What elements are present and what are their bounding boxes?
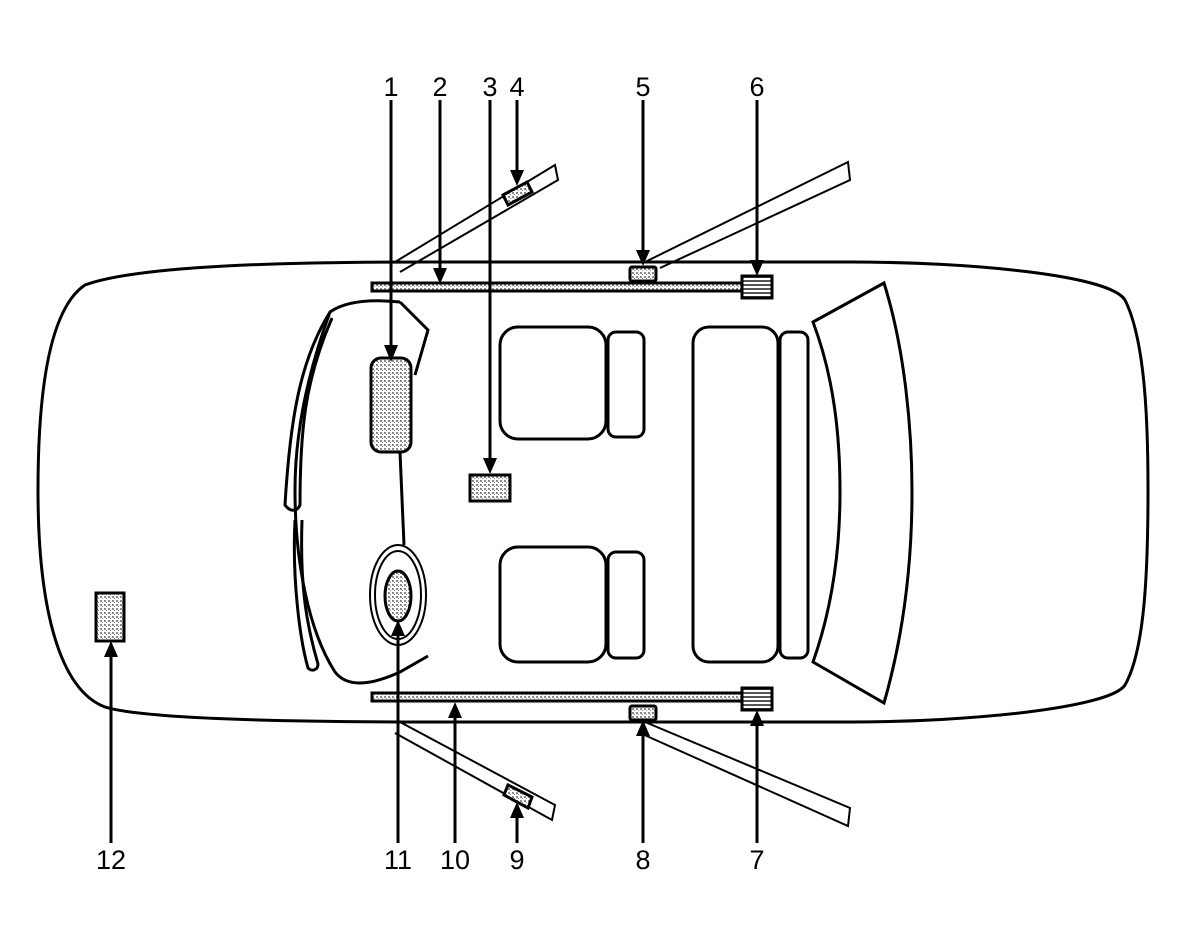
front-seat-left-back	[606, 330, 646, 439]
callout-11: 11	[384, 845, 412, 875]
module-6	[740, 274, 774, 300]
leader-lines	[104, 100, 764, 843]
wiper-blade-lower	[292, 519, 320, 672]
front-seat-right-back	[606, 550, 646, 660]
car-body-outline	[36, 260, 1150, 724]
callout-3: 3	[482, 72, 497, 102]
driver-airbag-module	[383, 569, 413, 623]
callout-5: 5	[635, 72, 650, 102]
dashboard-edge	[398, 300, 430, 546]
rear-window	[811, 280, 914, 706]
front-door-lower	[394, 721, 557, 822]
wiper-blade-upper	[283, 311, 334, 512]
side-module-front-door-lower	[502, 782, 534, 811]
callout-10: 10	[440, 845, 470, 875]
side-module-front-door-upper	[501, 179, 534, 208]
module-7	[740, 686, 774, 712]
roof-rail-module-left	[370, 281, 774, 293]
callout-4: 4	[509, 72, 524, 102]
sensing-diagnostic-module	[468, 473, 512, 503]
callout-1: 1	[383, 72, 398, 102]
passenger-airbag-module	[369, 356, 413, 454]
callout-12: 12	[96, 845, 126, 875]
callout-7: 7	[749, 845, 764, 875]
front-impact-sensor	[94, 591, 126, 643]
rear-seat-cushion	[691, 325, 780, 664]
rear-door-lower	[639, 721, 852, 828]
sensor-5	[628, 265, 658, 283]
rear-door-upper	[644, 160, 852, 269]
callout-8: 8	[635, 845, 650, 875]
callout-2: 2	[432, 72, 447, 102]
roof-rail-module-right	[370, 691, 774, 703]
front-seat-left-cushion	[498, 325, 608, 441]
callout-9: 9	[509, 845, 524, 875]
front-seat-right-cushion	[498, 545, 608, 664]
rear-seat-back	[778, 330, 810, 660]
front-door-upper	[394, 163, 560, 273]
windshield	[293, 299, 429, 685]
callout-6: 6	[749, 72, 764, 102]
sensor-8	[628, 704, 658, 722]
